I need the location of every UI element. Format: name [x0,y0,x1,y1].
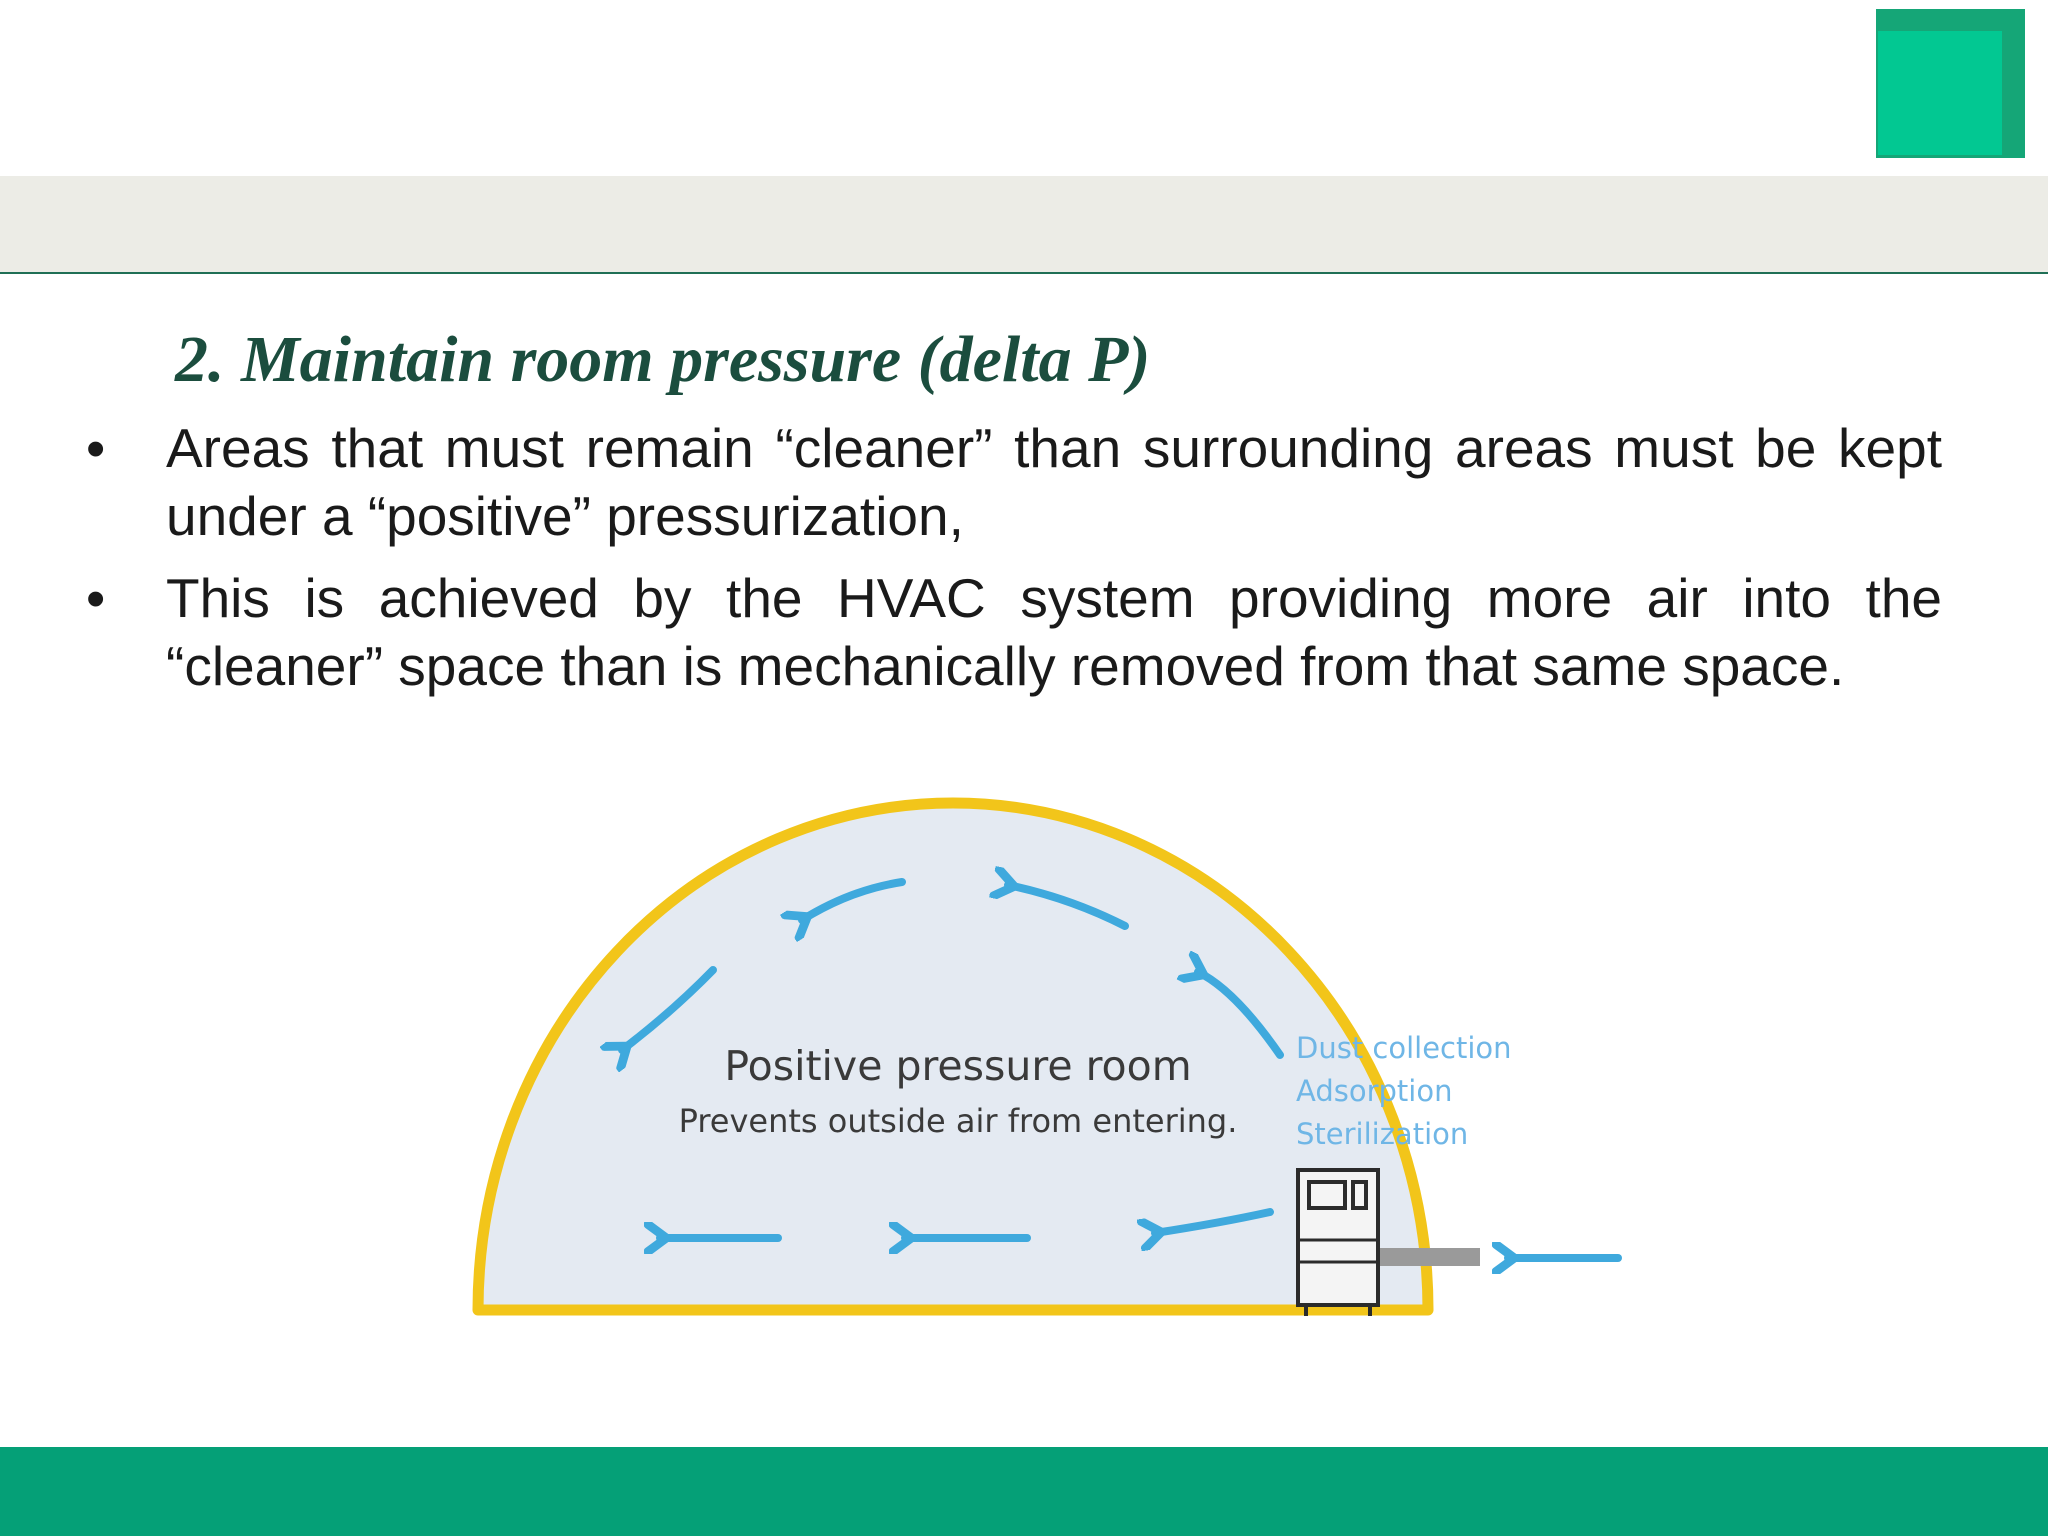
room-label: Positive pressure room [724,1042,1191,1090]
header-divider [0,272,2048,274]
intake-duct [1380,1248,1480,1266]
airflow-arrow [1008,885,1129,930]
unit-function-label: Adsorption [1296,1074,1452,1108]
positive-pressure-diagram: Positive pressure room Prevents outside … [472,797,1622,1316]
bullet-marker: • [86,567,106,629]
bullet-marker: • [86,417,106,479]
corner-logo-front [1878,31,2002,155]
pressure-room-dome [472,797,1434,1316]
bullet-text: Areas that must remain “cleaner” than su… [166,417,1942,547]
airflow-arrow [802,878,906,920]
airflow-arrow [1198,972,1284,1059]
airflow-arrow [622,966,717,1050]
unit-function-label: Sterilization [1296,1117,1468,1151]
footer-band [0,1447,2048,1536]
air-purifier-icon [1296,1168,1380,1316]
bullet-list: • Areas that must remain “cleaner” than … [86,414,1942,714]
slide-title: 2. Maintain room pressure (delta P) [175,323,1151,396]
bullet-item: • Areas that must remain “cleaner” than … [86,414,1942,550]
bullet-item: • This is achieved by the HVAC system pr… [86,564,1942,700]
corner-logo [1876,9,2025,158]
airflow-arrow [1155,1208,1274,1233]
unit-function-label: Dust collection [1296,1031,1512,1065]
room-caption: Prevents outside air from entering. [679,1102,1238,1140]
header-band [0,176,2048,273]
bullet-text: This is achieved by the HVAC system prov… [166,567,1942,697]
